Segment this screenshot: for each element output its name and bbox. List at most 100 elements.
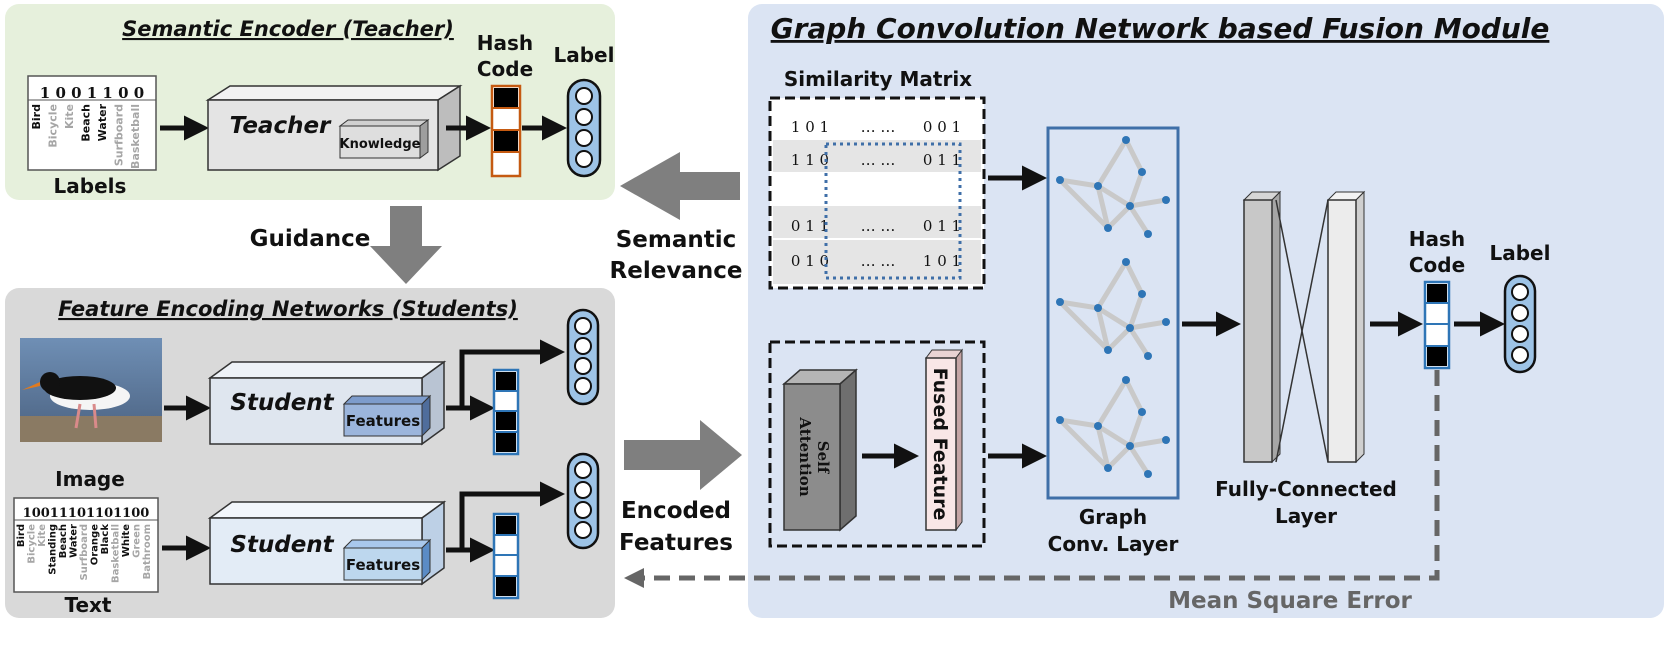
label-word: Kite — [63, 104, 76, 129]
label-word: Basketball — [129, 104, 142, 169]
student-image-block: Student Features — [207, 360, 447, 446]
graph-edge — [1105, 443, 1133, 471]
matrix-cell: 1 1 0 — [791, 151, 829, 169]
semantic-relevance-arrow — [620, 152, 740, 220]
label-word: Bicycle — [47, 104, 60, 148]
graph-edge — [1057, 177, 1101, 189]
teacher-label-vector — [566, 78, 602, 178]
matrix-cell: … … — [861, 118, 896, 136]
graph-node — [1126, 202, 1134, 210]
text-word: Black — [100, 524, 111, 555]
graph-edge — [1127, 169, 1145, 209]
graph-edge — [1057, 417, 1101, 429]
gcn-label-title: Label — [1490, 241, 1551, 265]
graph-node — [1126, 442, 1134, 450]
gcn-hash-title-2: Code — [1409, 253, 1465, 277]
graph-edge — [1057, 417, 1111, 471]
label-word: Water — [96, 103, 109, 141]
student-image-label: Student — [230, 390, 334, 416]
teacher-block: Teacher Knowledge — [205, 84, 463, 172]
fusion-box: Self Attention Fused Feature — [768, 340, 986, 548]
matrix-cell: 1 0 1 — [791, 118, 829, 136]
graph-node — [1122, 376, 1130, 384]
student-panel-title: Feature Encoding Networks (Students) — [58, 297, 518, 321]
encoded-features-label-2: Features — [619, 530, 733, 556]
text-caption: Text — [64, 593, 111, 617]
text-word: Surfboard — [79, 524, 90, 580]
graph-edge — [1095, 183, 1111, 231]
mse-label: Mean Square Error — [1168, 588, 1412, 614]
graph-node — [1094, 182, 1102, 190]
teacher-label-title: Label — [554, 43, 615, 67]
graph-edge — [1127, 197, 1169, 209]
student-text-label: Student — [230, 532, 334, 558]
text-word: Bird — [16, 524, 27, 547]
graph-edge — [1057, 177, 1111, 231]
student-text-label-vector — [566, 452, 600, 550]
text-word: Water — [69, 524, 80, 558]
matrix-cell: 0 1 0 — [791, 252, 829, 270]
graph-edge — [1095, 137, 1129, 189]
graph-node — [1056, 298, 1064, 306]
graph-node — [1144, 470, 1152, 478]
label-word: Surfboard — [113, 104, 126, 166]
semantic-relevance-label-1: Semantic — [616, 227, 737, 253]
text-word: Kite — [37, 524, 48, 547]
fully-connected-layer — [1242, 190, 1366, 464]
student-text-block: Student Features — [207, 500, 447, 586]
graph-node — [1094, 304, 1102, 312]
matrix-cell: 1 0 1 — [923, 252, 961, 270]
label-word: Bird — [30, 104, 43, 129]
matrix-cell: 0 1 1 — [923, 151, 961, 169]
encoded-features-arrow — [624, 420, 742, 490]
text-word: White — [121, 524, 132, 557]
graph-edge — [1123, 137, 1145, 175]
similarity-matrix-title: Similarity Matrix — [784, 67, 972, 91]
text-word: Standing — [48, 524, 59, 575]
graph-node — [1122, 258, 1130, 266]
graph-edge — [1127, 319, 1169, 331]
graph-node — [1162, 436, 1170, 444]
semantic-relevance-label-2: Relevance — [610, 258, 743, 284]
teacher-panel-title: Semantic Encoder (Teacher) — [122, 17, 454, 41]
matrix-cell: 0 1 1 — [923, 217, 961, 235]
label-word: Beach — [80, 104, 93, 142]
matrix-cell: 0 0 1 — [923, 118, 961, 136]
gcn-hash-code — [1423, 280, 1451, 370]
graph-edge — [1095, 305, 1111, 353]
teacher-hash-title-2: Code — [477, 57, 533, 81]
graph-node — [1144, 230, 1152, 238]
mse-feedback-arrow — [624, 370, 1440, 588]
graph-edge — [1127, 409, 1145, 449]
graph-edge — [1095, 423, 1133, 449]
student-text-features-label: Features — [346, 556, 420, 574]
image-caption: Image — [55, 467, 125, 491]
graph-node — [1094, 422, 1102, 430]
graph-node — [1162, 318, 1170, 326]
graph-edge — [1127, 443, 1151, 477]
graph-node — [1138, 408, 1146, 416]
graph-conv-graphs — [1056, 136, 1170, 478]
graph-edge — [1095, 423, 1111, 471]
graph-conv-label-1: Graph — [1079, 505, 1147, 529]
graph-edge — [1127, 437, 1169, 449]
graph-conv-layer — [1046, 126, 1180, 500]
teacher-label: Teacher — [230, 113, 332, 139]
matrix-cell: … … — [861, 252, 896, 270]
graph-node — [1144, 352, 1152, 360]
gcn-panel-title: Graph Convolution Network based Fusion M… — [771, 12, 1550, 45]
label-bits: 1 0 0 1 1 0 0 — [40, 84, 144, 102]
graph-node — [1056, 416, 1064, 424]
teacher-hash-title-1: Hash — [477, 31, 533, 55]
gcn-label-vector — [1503, 274, 1537, 374]
self-attention-label-1: Self — [814, 441, 832, 475]
graph-edge — [1123, 259, 1145, 297]
matrix-cell: … … — [861, 217, 896, 235]
graph-edge — [1095, 305, 1133, 331]
encoded-features-label-1: Encoded — [621, 498, 731, 524]
teacher-hash-code — [490, 84, 522, 178]
